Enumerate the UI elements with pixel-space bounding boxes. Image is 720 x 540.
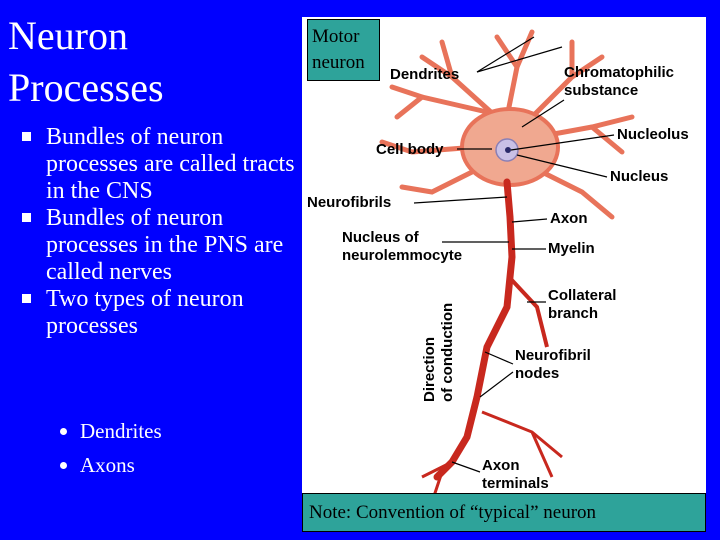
- square-bullet-icon: [22, 213, 31, 222]
- bullet-text: Bundles of neuron processes are called t…: [46, 124, 295, 204]
- label-nucleus: Nucleus: [610, 168, 668, 185]
- label-direction-2: of conduction: [439, 303, 456, 402]
- label-cell-body: Cell body: [376, 141, 444, 158]
- label-axon: Axon: [550, 210, 588, 227]
- label-chromatophilic-2: substance: [564, 82, 638, 99]
- label-chromatophilic-1: Chromatophilic: [564, 64, 674, 81]
- label-dendrites: Dendrites: [390, 66, 459, 83]
- square-bullet-icon: [22, 132, 31, 141]
- motor-label-line-1: Motor: [312, 26, 360, 47]
- sub-bullet-item: Dendrites: [60, 414, 162, 448]
- label-neurofibril-1: Neurofibril: [515, 347, 591, 364]
- nucleolus-shape: [505, 147, 511, 153]
- sub-bullet-text: Axons: [80, 453, 135, 477]
- dendrites-shape: [379, 29, 635, 220]
- sub-bullet-list: Dendrites Axons: [60, 414, 162, 482]
- label-axon-terminals-2: terminals: [482, 475, 549, 492]
- bullet-item: Two types of neuron processes: [22, 286, 307, 340]
- square-bullet-icon: [22, 294, 31, 303]
- neuron-diagram: Dendrites Chromatophilic substance Nucle…: [307, 29, 689, 503]
- title-line-1: Neuron: [8, 13, 128, 58]
- label-direction-1: Direction: [421, 337, 438, 402]
- title-line-2: Processes: [8, 65, 164, 110]
- label-axon-terminals-1: Axon: [482, 457, 520, 474]
- round-bullet-icon: [60, 462, 67, 469]
- bullet-list: Bundles of neuron processes are called t…: [22, 124, 307, 340]
- sub-bullet-text: Dendrites: [80, 419, 162, 443]
- label-neurofibrils: Neurofibrils: [307, 194, 391, 211]
- bullet-text: Two types of neuron processes: [46, 286, 244, 339]
- neuron-figure: Dendrites Chromatophilic substance Nucle…: [302, 17, 706, 532]
- bullet-item: Bundles of neuron processes are called t…: [22, 124, 307, 205]
- label-nucleus-of-2: neurolemmocyte: [342, 247, 462, 264]
- label-nucleolus: Nucleolus: [617, 126, 689, 143]
- round-bullet-icon: [60, 428, 67, 435]
- axon-shape: [433, 178, 516, 481]
- label-myelin: Myelin: [548, 240, 595, 257]
- collateral-branch-shape: [507, 275, 549, 348]
- label-collateral-2: branch: [548, 305, 598, 322]
- label-nucleus-of-1: Nucleus of: [342, 229, 420, 246]
- bullet-text: Bundles of neuron processes in the PNS a…: [46, 205, 284, 285]
- axon-terminals-shape: [421, 410, 563, 503]
- bullet-item: Bundles of neuron processes in the PNS a…: [22, 205, 307, 286]
- sub-bullet-item: Axons: [60, 448, 162, 482]
- label-neurofibril-2: nodes: [515, 365, 559, 382]
- leader-lines: [413, 36, 615, 473]
- slide-title: Neuron Processes: [8, 10, 298, 114]
- motor-neuron-caption: Motor neuron: [307, 19, 380, 81]
- note-caption: Note: Convention of “typical” neuron: [302, 493, 706, 532]
- label-collateral-1: Collateral: [548, 287, 616, 304]
- motor-label-line-2: neuron: [312, 52, 365, 73]
